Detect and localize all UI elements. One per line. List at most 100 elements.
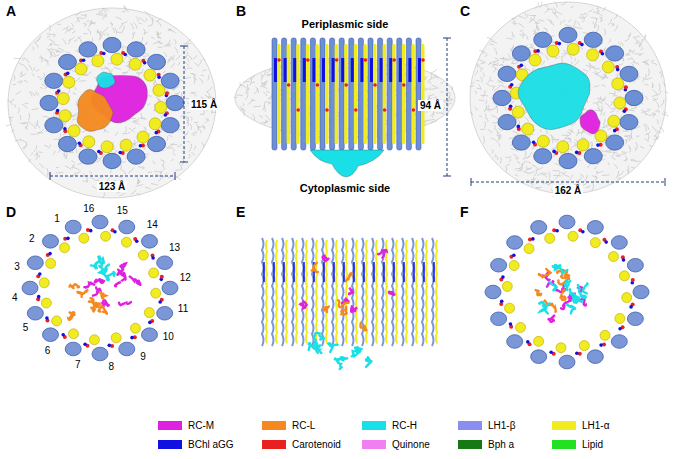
micelle-texture — [40, 88, 43, 89]
micelle-texture — [28, 113, 29, 121]
micelle-texture — [122, 71, 128, 73]
micelle-texture — [99, 15, 103, 17]
micelle-texture — [555, 173, 559, 180]
bchl — [102, 52, 106, 56]
carotenoid — [354, 108, 358, 112]
micelle-texture — [134, 22, 137, 29]
micelle-texture — [177, 144, 181, 147]
micelle-texture — [537, 173, 541, 176]
micelle-texture — [101, 13, 106, 16]
micelle-texture — [578, 131, 585, 133]
bchl — [293, 58, 296, 82]
micelle-texture — [524, 34, 528, 40]
micelle-texture — [648, 134, 649, 141]
micelle-texture — [477, 64, 478, 68]
bchl — [399, 58, 402, 82]
micelle-texture — [611, 108, 616, 109]
micelle-texture — [428, 82, 432, 84]
micelle-texture — [524, 117, 528, 123]
micelle-texture — [178, 62, 180, 65]
carotenoid — [344, 83, 348, 87]
micelle-texture — [174, 39, 176, 45]
micelle-texture — [40, 78, 44, 80]
micelle-texture — [659, 71, 662, 73]
micelle-texture — [240, 106, 242, 111]
micelle-texture — [632, 58, 635, 64]
micelle-texture — [512, 17, 517, 19]
micelle-texture — [264, 101, 270, 102]
micelle-texture — [23, 142, 26, 149]
micelle-texture — [440, 82, 443, 84]
micelle-texture — [595, 176, 596, 183]
micelle-texture — [97, 31, 101, 36]
micelle-texture — [24, 80, 27, 83]
micelle-texture — [512, 45, 514, 49]
dimension-line — [50, 172, 175, 180]
micelle-texture — [145, 42, 147, 45]
micelle-texture — [593, 22, 595, 29]
micelle-texture — [537, 27, 539, 32]
micelle-texture — [611, 23, 614, 26]
micelle-texture — [593, 103, 599, 104]
micelle-texture — [590, 142, 592, 149]
micelle-texture — [603, 7, 606, 11]
micelle-texture — [633, 36, 640, 37]
micelle-texture — [527, 167, 532, 169]
lh1-beta — [387, 38, 392, 150]
micelle-texture — [475, 90, 477, 94]
micelle-texture — [91, 178, 96, 181]
micelle-texture — [610, 109, 616, 113]
micelle-texture — [18, 108, 19, 114]
micelle-texture — [512, 57, 513, 63]
micelle-texture — [592, 66, 595, 68]
micelle-texture — [10, 118, 11, 122]
micelle-texture — [545, 5, 548, 7]
micelle-texture — [246, 84, 248, 91]
micelle-texture — [71, 115, 76, 117]
micelle-texture — [153, 161, 155, 164]
micelle-texture — [595, 68, 600, 70]
micelle-texture — [156, 32, 158, 35]
bchl — [78, 141, 82, 145]
micelle-texture — [549, 172, 550, 179]
micelle-texture — [163, 52, 166, 57]
micelle-texture — [262, 71, 266, 78]
micelle-texture — [239, 83, 241, 88]
micelle-texture — [261, 122, 268, 123]
micelle-texture — [432, 85, 439, 88]
micelle-texture — [485, 99, 486, 104]
micelle-texture — [623, 153, 626, 154]
micelle-texture — [641, 47, 643, 50]
lh1-alpha — [59, 110, 71, 122]
micelle-texture — [652, 113, 656, 115]
micelle-texture — [498, 128, 501, 130]
micelle-texture — [175, 169, 183, 171]
micelle-texture — [65, 70, 71, 75]
micelle-texture — [604, 29, 605, 36]
lh1-alpha — [306, 44, 310, 144]
micelle-texture — [625, 139, 627, 144]
lh1-alpha — [111, 53, 123, 65]
micelle-texture — [56, 167, 59, 168]
micelle-texture — [606, 150, 612, 151]
micelle-texture — [565, 176, 570, 178]
micelle-texture — [122, 11, 126, 12]
micelle-texture — [603, 119, 605, 124]
micelle-texture — [188, 55, 192, 60]
micelle-texture — [431, 120, 438, 123]
micelle-texture — [630, 160, 636, 161]
micelle-texture — [169, 135, 173, 137]
micelle-texture — [75, 171, 81, 173]
lh1-beta — [148, 54, 166, 69]
micelle-texture — [144, 11, 149, 15]
micelle-texture — [54, 45, 60, 46]
micelle-texture — [207, 87, 212, 93]
micelle-texture — [500, 64, 504, 66]
micelle-texture — [551, 139, 558, 140]
micelle-texture — [99, 34, 100, 40]
micelle-texture — [66, 52, 71, 53]
micelle-texture — [111, 22, 112, 25]
micelle-texture — [194, 122, 198, 124]
micelle-texture — [49, 42, 54, 46]
micelle-texture — [482, 51, 484, 54]
